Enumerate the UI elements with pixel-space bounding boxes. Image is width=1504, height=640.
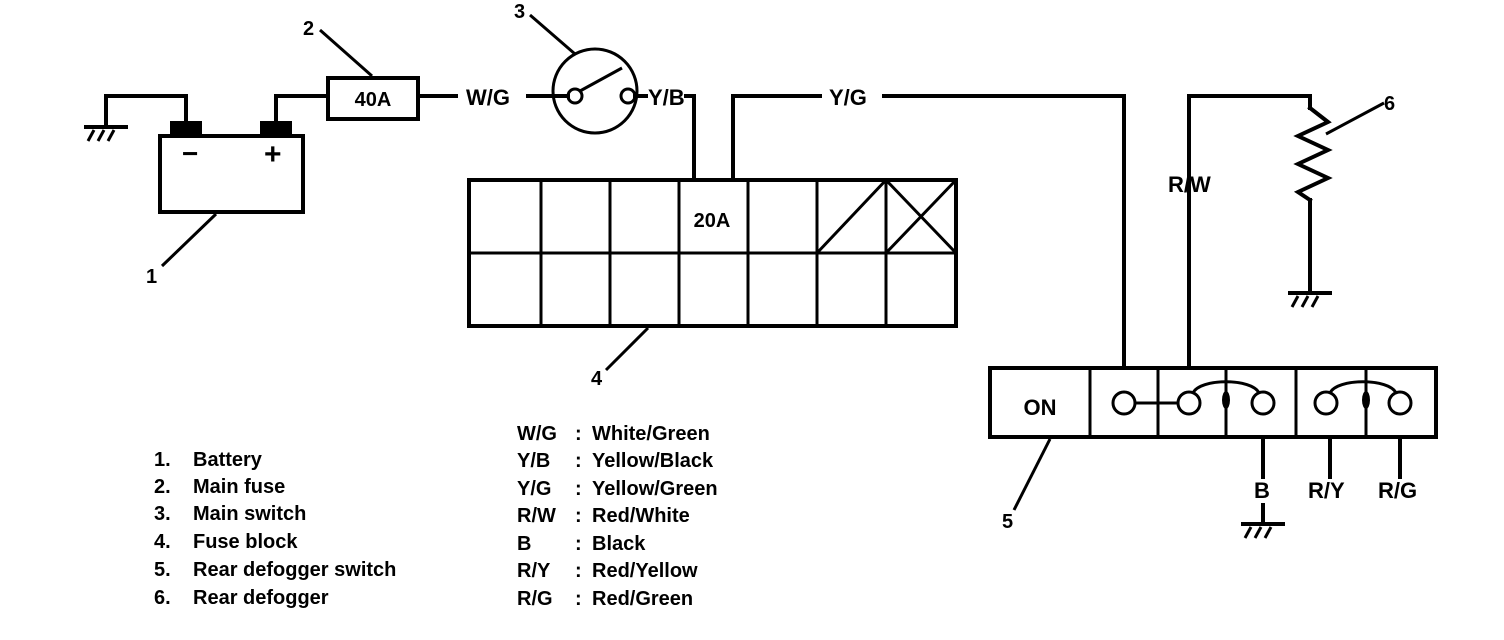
wire-label-yb: Y/B <box>648 85 685 110</box>
ground-symbol-defogger <box>1288 291 1332 308</box>
battery-plus-sign: + <box>264 138 282 171</box>
legend-text: Fuse block <box>193 531 298 553</box>
rear-defogger <box>1293 94 1333 295</box>
wire-label-b: B <box>1254 478 1270 503</box>
legend-text: Main fuse <box>193 476 285 498</box>
fuse-block-blank-slot-x2 <box>884 178 958 255</box>
callout-4: 4 <box>591 326 650 390</box>
component-legend: 1. Battery 2. Main fuse 3. Main switch 4… <box>154 449 396 609</box>
rear-defogger-switch: ON <box>988 366 1438 439</box>
code-meaning: White/Green <box>592 423 710 445</box>
wire-yg-to-switch <box>882 94 1126 370</box>
code-sep: : <box>575 450 582 472</box>
code: W/G <box>517 423 557 445</box>
legend-text: Battery <box>193 449 263 471</box>
svg-text:2: 2 <box>303 18 314 40</box>
callout-5: 5 <box>1002 438 1052 533</box>
wire-label-ry: R/Y <box>1308 478 1345 503</box>
callout-3: 3 <box>514 1 576 56</box>
legend-num: 5. <box>154 559 171 581</box>
legend-text: Rear defogger <box>193 587 329 609</box>
svg-text:3: 3 <box>514 1 525 23</box>
code-sep: : <box>575 533 582 555</box>
callout-1: 1 <box>146 212 218 288</box>
battery-minus-sign: − <box>182 138 198 169</box>
main-fuse-rating: 40A <box>355 89 392 111</box>
svg-text:6: 6 <box>1384 93 1395 115</box>
wire-battery-ground <box>104 94 188 129</box>
code: Y/G <box>517 478 551 500</box>
fuse-block-blank-slot <box>815 178 888 255</box>
main-switch-lever <box>579 66 623 93</box>
main-switch-contact-right <box>619 87 637 105</box>
battery-negative-terminal <box>170 121 202 137</box>
switch-body <box>988 366 1438 439</box>
code-sep: : <box>575 560 582 582</box>
switch-on-label: ON <box>1024 395 1057 420</box>
callout-2: 2 <box>303 18 373 78</box>
code-meaning: Red/Green <box>592 588 693 610</box>
main-switch-housing <box>551 47 639 135</box>
legend-num: 2. <box>154 476 171 498</box>
code-sep: : <box>575 588 582 610</box>
code-sep: : <box>575 478 582 500</box>
legend-text: Main switch <box>193 503 306 525</box>
wire-yg-left <box>731 94 822 182</box>
code: R/G <box>517 588 553 610</box>
callout-6: 6 <box>1325 93 1395 136</box>
svg-text:5: 5 <box>1002 511 1013 533</box>
legend-text: Rear defogger switch <box>193 559 396 581</box>
battery-positive-terminal <box>260 121 292 137</box>
ground-symbol-battery <box>84 125 128 142</box>
code-meaning: Yellow/Black <box>592 450 714 472</box>
code: Y/B <box>517 450 550 472</box>
switch-indicator-arc-2 <box>1328 380 1398 394</box>
fuse-block: 20A <box>467 178 958 328</box>
legend-num: 1. <box>154 449 171 471</box>
code: R/W <box>517 505 556 527</box>
svg-text:1: 1 <box>146 266 157 288</box>
legend-num: 3. <box>154 503 171 525</box>
rear-defogger-resistor <box>1293 105 1333 203</box>
wire-yb-to-fuseblock <box>684 94 696 182</box>
wire-label-rg: R/G <box>1378 478 1417 503</box>
wire-label-yg: Y/G <box>829 85 867 110</box>
code-meaning: Black <box>592 533 646 555</box>
code-meaning: Red/White <box>592 505 690 527</box>
code: B <box>517 533 531 555</box>
main-fuse-body <box>326 76 420 121</box>
code-meaning: Red/Yellow <box>592 560 698 582</box>
battery: − + <box>158 121 305 214</box>
wire-color-codes: W/G : White/Green Y/B : Yellow/Black Y/G… <box>517 423 718 610</box>
main-switch <box>551 47 639 135</box>
battery-body <box>158 134 305 214</box>
svg-text:4: 4 <box>591 368 603 390</box>
wire-label-wg: W/G <box>466 85 510 110</box>
legend-num: 6. <box>154 587 171 609</box>
code-sep: : <box>575 423 582 445</box>
wire-label-rw: R/W <box>1168 172 1211 197</box>
code: R/Y <box>517 560 551 582</box>
ground-symbol-switch <box>1241 522 1285 539</box>
code-meaning: Yellow/Green <box>592 478 718 500</box>
wire-battery-to-fuse <box>274 94 330 123</box>
fuse-block-rating: 20A <box>694 210 731 232</box>
main-fuse: 40A <box>326 76 420 121</box>
legend-num: 4. <box>154 531 171 553</box>
main-switch-contact-left <box>566 87 584 105</box>
code-sep: : <box>575 505 582 527</box>
switch-indicator-arc-1 <box>1191 380 1261 394</box>
